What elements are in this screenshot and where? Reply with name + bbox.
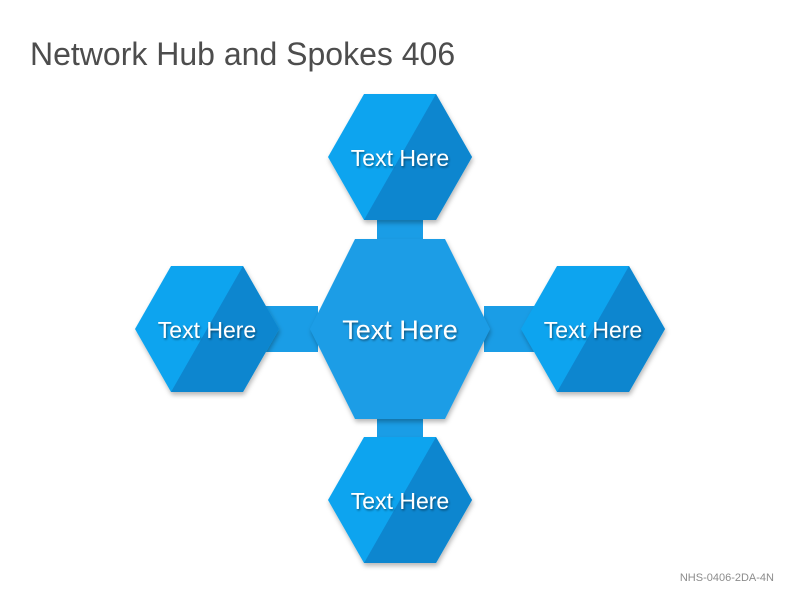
- spoke-left: [135, 266, 279, 392]
- hub-label: Text Here: [342, 315, 458, 345]
- spoke-bottom-label: Text Here: [351, 488, 449, 514]
- slide-code: NHS-0406-2DA-4N: [679, 572, 774, 584]
- page-title: Network Hub and Spokes 406: [30, 36, 456, 72]
- hub-hexagon: [310, 239, 490, 419]
- spoke-top-label: Text Here: [351, 145, 449, 171]
- spoke-left-label: Text Here: [158, 317, 256, 343]
- spoke-right-label: Text Here: [544, 317, 642, 343]
- spoke-top: [328, 94, 472, 220]
- spoke-right: [521, 266, 665, 392]
- spoke-bottom: [328, 437, 472, 563]
